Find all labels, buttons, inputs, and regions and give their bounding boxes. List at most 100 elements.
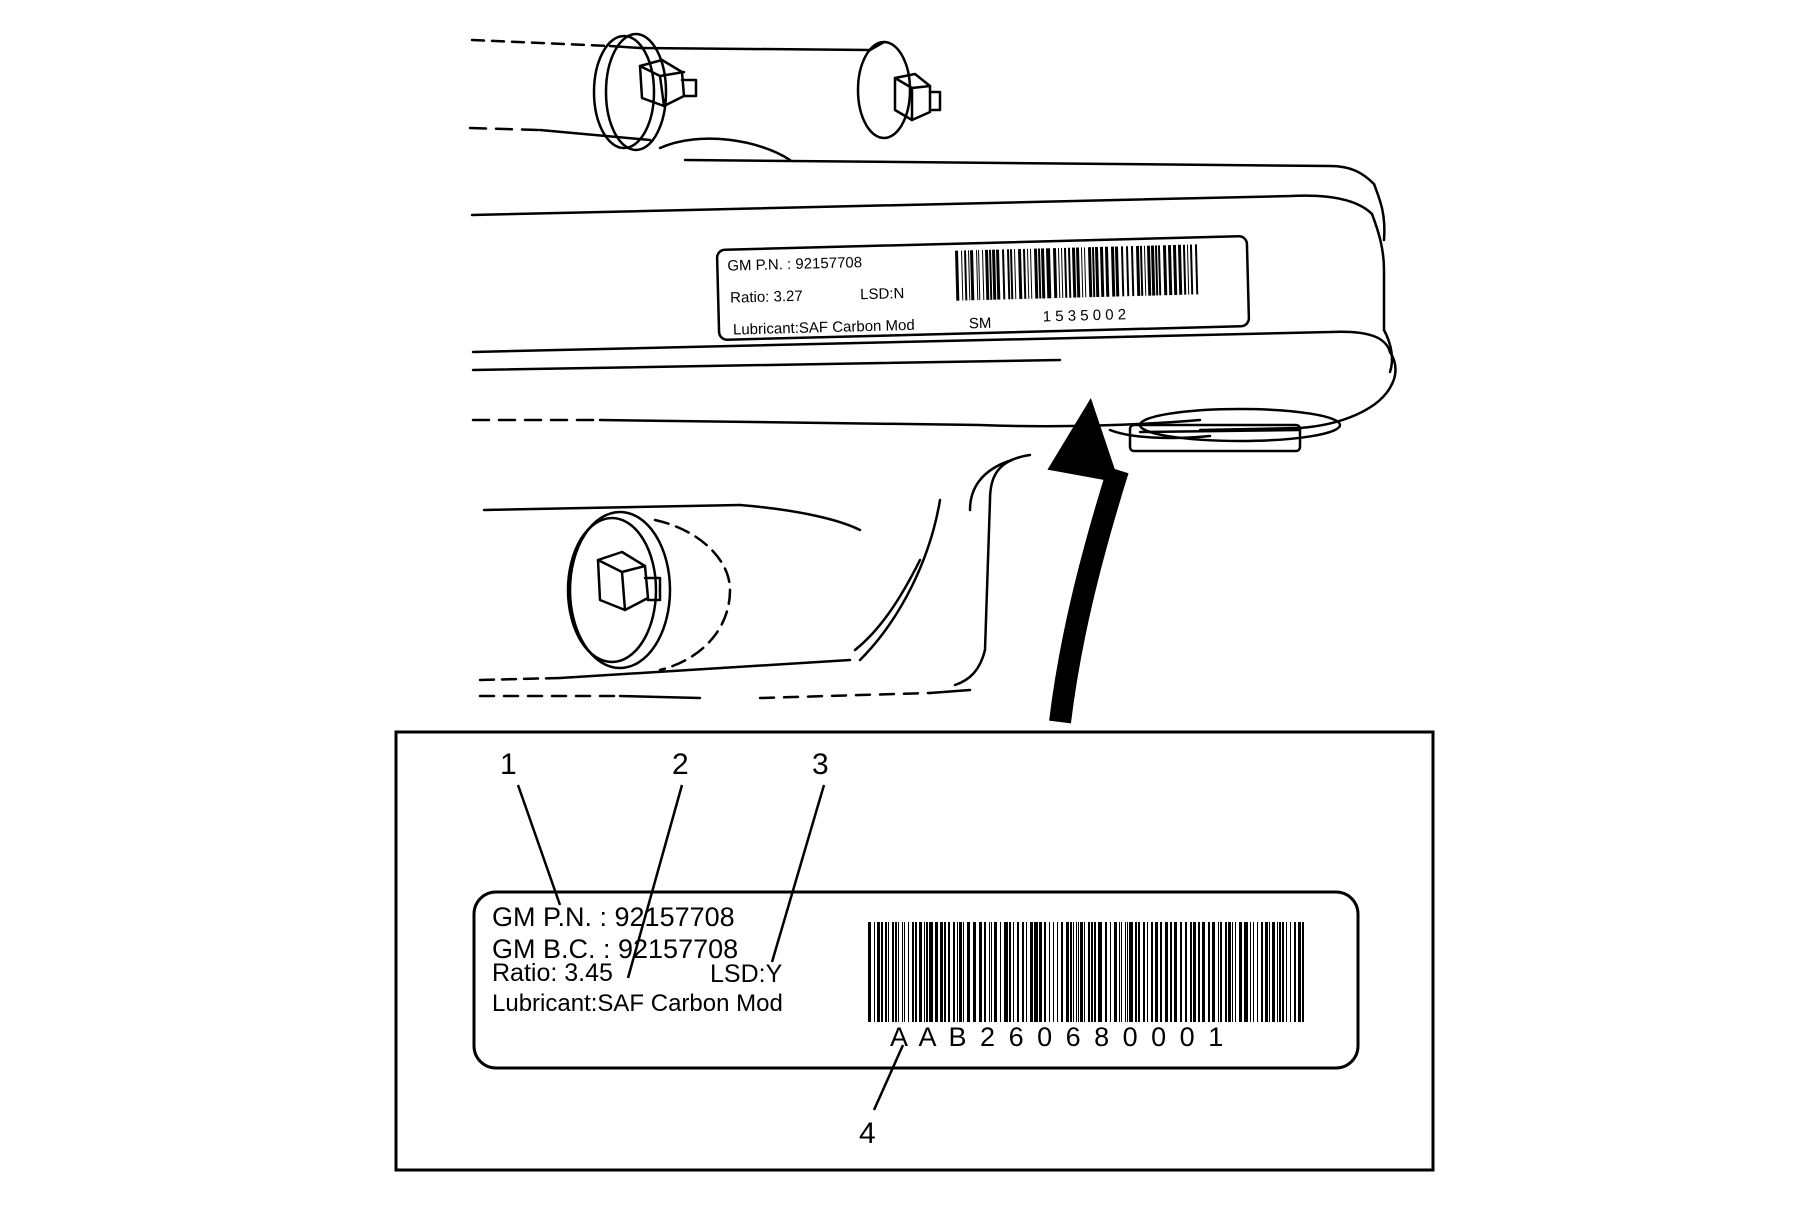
leader-line-3 — [770, 784, 826, 963]
barcode-bar — [1129, 922, 1133, 1022]
barcode-bar — [1298, 922, 1301, 1022]
barcode-bar — [1120, 246, 1125, 297]
barcode-bar — [1061, 922, 1063, 1022]
barcode-bar — [1286, 922, 1287, 1022]
detail-label-code: A A B 2 6 0 6 8 0 0 0 1 — [890, 1022, 1226, 1052]
barcode-bar — [1294, 922, 1296, 1022]
barcode-bar — [924, 922, 925, 1022]
barcode-bar — [1172, 244, 1178, 295]
leader-line-1 — [516, 784, 562, 906]
barcode-bar — [1004, 922, 1008, 1022]
barcode-bar — [1239, 922, 1242, 1022]
housing-label-ratio: Ratio: 3.27 — [730, 288, 803, 307]
barcode-bar — [996, 249, 1001, 300]
barcode-bar — [1067, 247, 1072, 298]
barcode-bar — [1220, 922, 1222, 1022]
barcode-bar — [1078, 922, 1079, 1022]
barcode-bar — [1057, 922, 1058, 1022]
barcode-bar — [979, 922, 982, 1022]
barcode-bar — [1146, 245, 1152, 296]
barcode-bar — [984, 922, 986, 1022]
barcode-bar — [1244, 922, 1248, 1022]
barcode-bar — [982, 249, 985, 300]
barcode-bar — [1075, 247, 1081, 298]
callout-2: 2 — [672, 748, 689, 781]
detail-label: GM P.N. : 92157708 GM B.C. : 92157708 Ra… — [472, 890, 1360, 1070]
detail-frame — [394, 730, 1435, 1172]
barcode-bar — [1154, 245, 1159, 296]
barcode-bar — [967, 922, 970, 1022]
detail-label-broadcast-code: GM B.C. : 92157708 — [492, 934, 738, 964]
callouts — [516, 784, 905, 1111]
housing-label-code-prefix: SM — [969, 315, 992, 333]
barcode-bar — [1083, 247, 1087, 298]
barcode-bar — [1060, 247, 1064, 298]
barcode-bar — [1157, 245, 1162, 296]
barcode-bar — [944, 922, 946, 1022]
barcode-bar — [985, 249, 990, 300]
housing-label: GM P.N. : 92157708 Ratio: 3.27 LSD:N Lub… — [715, 235, 1251, 341]
barcode-bar — [1006, 249, 1011, 300]
barcode-bar — [1063, 247, 1068, 298]
barcode-bar — [868, 922, 871, 1022]
barcode-bar — [1185, 922, 1187, 1022]
callout-3: 3 — [812, 748, 829, 781]
barcode-bar — [912, 922, 914, 1022]
barcode-bar — [1026, 922, 1027, 1022]
housing-label-lsd: LSD:N — [860, 285, 905, 303]
barcode-bar — [959, 922, 962, 1022]
barcode-bar — [1091, 922, 1093, 1022]
barcode-bar — [1052, 248, 1058, 299]
barcode-bar — [1040, 248, 1046, 299]
barcode-bar — [970, 250, 975, 301]
barcode-bar — [1110, 246, 1116, 297]
barcode-bar — [874, 922, 875, 1022]
barcode-bar — [1269, 922, 1270, 1022]
pointer-arrow — [1047, 397, 1129, 724]
barcode-bar — [1235, 922, 1236, 1022]
barcode-bar — [992, 249, 997, 300]
barcode-bar — [902, 922, 903, 1022]
barcode-bar — [1013, 922, 1014, 1022]
barcode-bar — [976, 250, 979, 301]
barcode-bar — [1076, 922, 1077, 1022]
barcode-bar — [953, 922, 955, 1022]
barcode-bar — [1066, 922, 1069, 1022]
barcode-bar — [929, 922, 933, 1022]
barcode-bar — [973, 922, 976, 1022]
barcode-bar — [1202, 922, 1205, 1022]
barcode-bar — [919, 922, 922, 1022]
detail-label-lubricant: Lubricant:SAF Carbon Mod — [492, 990, 783, 1017]
barcode-bar — [940, 922, 943, 1022]
barcode-bar — [1080, 922, 1083, 1022]
detail-label-barcode — [868, 922, 1304, 1022]
barcode-bar — [1174, 922, 1177, 1022]
barcode-bar — [1033, 248, 1039, 299]
barcode-bar — [1114, 922, 1117, 1022]
barcode-bar — [989, 922, 990, 1022]
barcode-bar — [1139, 245, 1144, 296]
barcode-bar — [1017, 248, 1023, 300]
barcode-bar — [957, 922, 958, 1022]
barcode-bar — [1182, 244, 1187, 295]
barcode-bar — [955, 250, 960, 301]
housing-label-part-number: GM P.N. : 92157708 — [727, 254, 862, 275]
barcode-bar — [991, 922, 992, 1022]
barcode-bar — [1160, 922, 1162, 1022]
barcode-bar — [895, 922, 897, 1022]
barcode-bar — [1218, 922, 1219, 1022]
barcode-bar — [1121, 922, 1122, 1022]
barcode-bar — [1190, 922, 1192, 1022]
barcode-bar — [1165, 922, 1168, 1022]
barcode-bar — [881, 922, 883, 1022]
barcode-bar — [1009, 922, 1011, 1022]
barcode-bar — [1150, 245, 1156, 296]
barcode-bar — [877, 922, 880, 1022]
callout-4: 4 — [859, 1117, 876, 1150]
barcode-bar — [1125, 922, 1126, 1022]
barcode-bar — [1135, 922, 1137, 1022]
housing-label-barcode — [955, 244, 1199, 301]
housing-label-lubricant: Lubricant:SAF Carbon Mod — [733, 317, 915, 339]
